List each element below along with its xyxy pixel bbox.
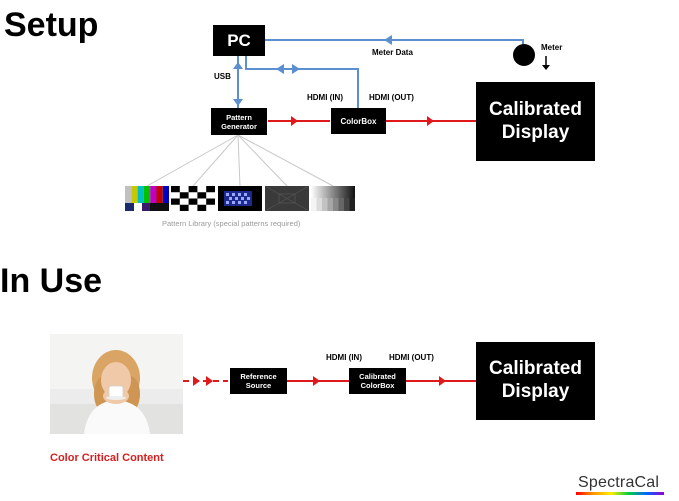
spectracal-logo: SpectraCal [578,474,660,491]
meter-data-label: Meter Data [372,48,413,57]
in-use-hdmi-out-label: HDMI (OUT) [389,353,434,362]
pattern-dark-gray [264,185,310,212]
colorbox-box: ColorBox [331,108,386,134]
content-caption: Color Critical Content [50,452,164,464]
hdmi-arrowhead-2 [427,116,434,126]
meter-label: Meter [541,43,563,52]
inuse-hdmi-arrowhead-2 [439,376,446,386]
content-photo [50,334,183,434]
in-use-display-box: Calibrated Display [476,342,595,420]
usb-arrowhead-down [233,99,243,106]
in-use-hdmi-in-label: HDMI (IN) [326,353,362,362]
pattern-color-bars [125,186,169,211]
meter-down-arrow-icon [542,56,550,70]
pc-box: PC [213,25,265,56]
setup-display-box: Calibrated Display [476,82,595,161]
colorbox-control-line [245,56,359,108]
meter-icon [513,44,535,66]
pattern-library-caption: Pattern Library (special patterns requir… [162,219,301,228]
pattern-generator-box: Pattern Generator [211,108,267,135]
reference-source-box: Reference Source [230,368,287,394]
hdmi-in-label: HDMI (IN) [307,93,343,102]
colorbox-control-arrowhead-left [276,64,284,74]
content-arrowhead-1 [193,376,200,386]
hdmi-out-label: HDMI (OUT) [369,93,414,102]
calibrated-colorbox-box: Calibrated ColorBox [349,368,406,394]
usb-arrowhead-up [233,62,243,69]
meter-data-arrowhead [384,35,392,45]
content-arrowhead-2 [206,376,213,386]
setup-heading: Setup [4,6,99,44]
pattern-gray-ramp [311,186,355,211]
pattern-checkerboard [171,186,215,211]
pattern-blue-window [218,186,262,211]
inuse-hdmi-arrowhead-1 [313,376,320,386]
in-use-heading: In Use [0,262,103,300]
pattern-fan-lines [146,134,334,187]
hdmi-arrowhead-1 [291,116,298,126]
colorbox-control-arrowhead-right [292,64,300,74]
usb-label: USB [214,72,231,81]
logo-spectrum-bar [576,492,664,495]
meter-data-line [265,39,524,48]
